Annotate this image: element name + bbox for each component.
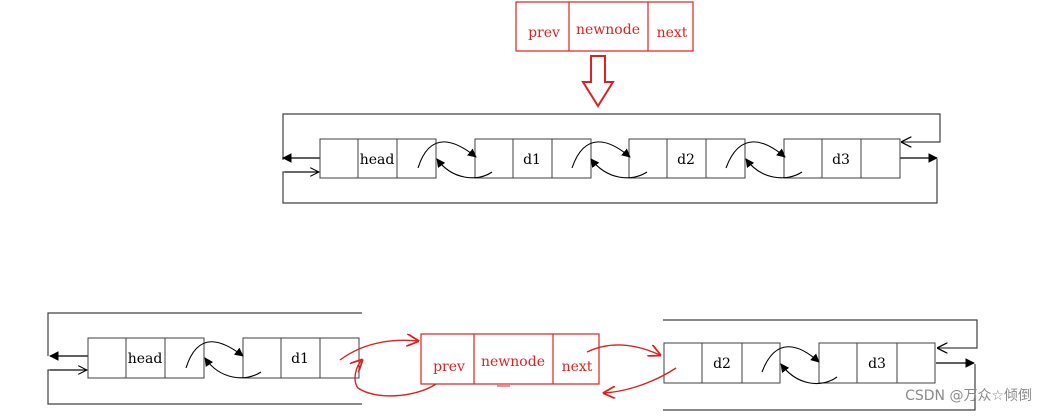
node-d3: d3 bbox=[783, 138, 901, 179]
node-d1: d1 bbox=[474, 138, 592, 179]
new-node-prev-label: prev bbox=[528, 25, 560, 41]
new-node-next-label: next bbox=[657, 25, 688, 41]
node-d2-bottom: d2 bbox=[663, 342, 781, 384]
node-head-bottom: head bbox=[87, 337, 205, 379]
node-d3-label: d3 bbox=[832, 152, 850, 168]
inserted-prev-label: prev bbox=[433, 359, 465, 375]
node-head-label: head bbox=[360, 152, 395, 168]
node-d1-bottom: d1 bbox=[242, 337, 360, 379]
red-link-arrows bbox=[339, 340, 677, 396]
top-linked-list: head d1 d2 d3 bbox=[282, 113, 941, 204]
node-d3-bottom-label: d3 bbox=[868, 356, 886, 372]
bottom-linked-list: head d1 d2 d3 bbox=[47, 312, 978, 411]
node-d2-bottom-label: d2 bbox=[713, 356, 731, 372]
bottom-link-arrows bbox=[185, 341, 838, 384]
node-d1-bottom-label: d1 bbox=[291, 351, 309, 367]
inserted-newnode-label: newnode bbox=[481, 354, 545, 370]
node-head: head bbox=[319, 138, 437, 179]
node-d2-label: d2 bbox=[677, 152, 695, 168]
link-arrows bbox=[417, 141, 803, 179]
node-d3-bottom: d3 bbox=[818, 342, 936, 384]
new-node-newnode-label: newnode bbox=[576, 22, 640, 38]
down-arrow-icon bbox=[581, 55, 615, 108]
new-node-inserted: prev newnode next bbox=[420, 333, 600, 387]
node-d1-label: d1 bbox=[523, 152, 541, 168]
inserted-next-label: next bbox=[562, 359, 593, 375]
watermark-text: CSDN @万众☆倾倒 bbox=[905, 388, 1032, 404]
new-node-top: prev newnode next bbox=[515, 1, 694, 52]
node-d2: d2 bbox=[628, 138, 746, 179]
node-head-bottom-label: head bbox=[128, 351, 163, 367]
